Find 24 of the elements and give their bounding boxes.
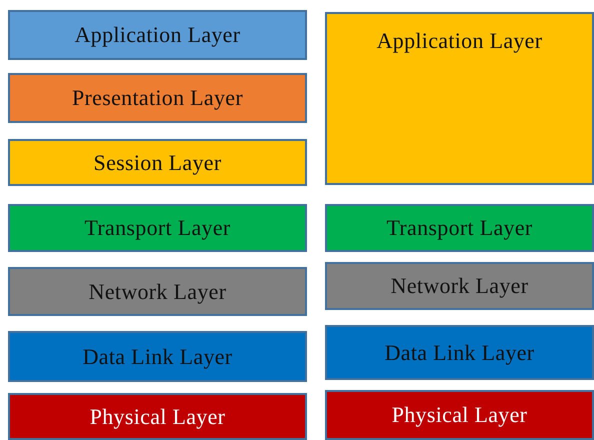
layer-label: Data Link Layer xyxy=(82,344,232,370)
layer-box xyxy=(8,267,307,316)
layer-label: Session Layer xyxy=(94,150,222,176)
layer-label: Physical Layer xyxy=(392,402,528,428)
layer-box xyxy=(8,331,307,382)
layer-label: Physical Layer xyxy=(90,404,226,430)
layer-box xyxy=(8,73,307,123)
layer-label: Transport Layer xyxy=(84,215,231,241)
layer-box xyxy=(8,393,307,440)
layer-box xyxy=(325,262,594,310)
layer-box xyxy=(8,204,307,252)
layer-label: Network Layer xyxy=(390,273,528,299)
layer-box xyxy=(325,390,594,440)
layer-label: Transport Layer xyxy=(386,215,533,241)
layer-box xyxy=(325,325,594,380)
layer-label: Presentation Layer xyxy=(72,85,243,111)
layer-box xyxy=(325,12,594,185)
layer-label: Application Layer xyxy=(376,28,542,54)
layer-box xyxy=(8,10,307,60)
layer-label: Network Layer xyxy=(88,278,226,304)
layer-label: Data Link Layer xyxy=(384,340,534,366)
layer-box xyxy=(325,204,594,252)
layer-box xyxy=(8,139,307,186)
layer-label: Application Layer xyxy=(74,22,240,48)
